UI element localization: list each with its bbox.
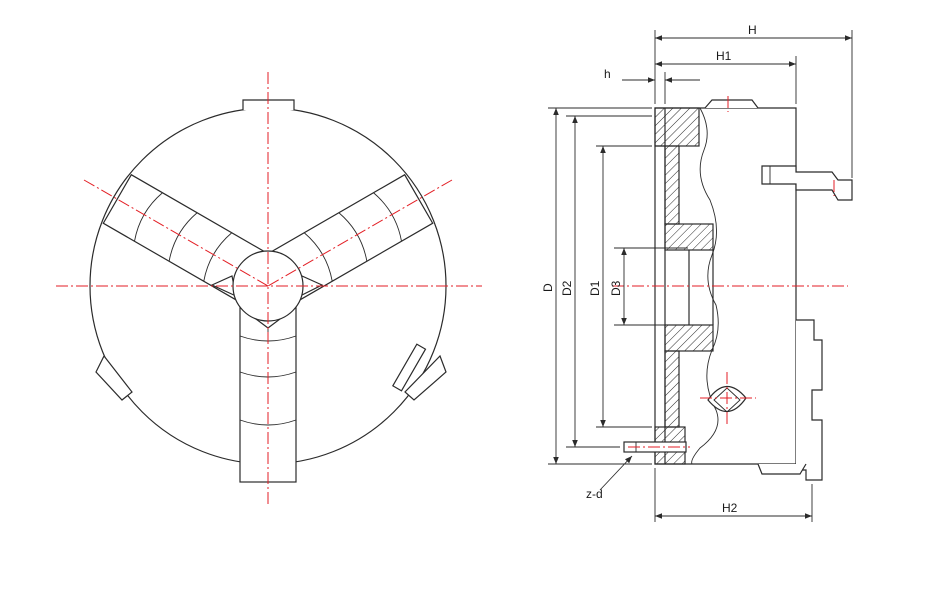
- dim-D3-label: D3: [609, 280, 623, 296]
- drive-socket-square: [713, 387, 741, 413]
- side-adjuster: [761, 165, 853, 201]
- section-hatch-top: [654, 107, 700, 147]
- section-hatch-lower-wall: [664, 350, 680, 428]
- section-hatch-upper-wall: [664, 145, 680, 225]
- left-key: [392, 343, 427, 392]
- side-jaw-step: [796, 319, 823, 481]
- dim-D-label: D: [541, 283, 555, 292]
- side-top-key: [704, 99, 759, 109]
- section-hatch-lower-step: [664, 324, 714, 352]
- dim-zd-label: z-d: [586, 487, 603, 501]
- dim-D1-label: D1: [588, 280, 602, 296]
- side-view: [612, 96, 853, 481]
- section-hatch-upper-step: [664, 223, 714, 251]
- dim-h-label: h: [604, 67, 611, 81]
- section-break-line: [691, 107, 719, 465]
- front-view: [56, 72, 482, 505]
- dim-H1-label: H1: [716, 49, 732, 63]
- dim-H2-label: H2: [722, 501, 738, 515]
- dim-D2-label: D2: [560, 280, 574, 296]
- lower-left-key: [95, 354, 133, 401]
- side-bottom-jaw: [757, 463, 807, 475]
- front-left-jaw-centerline: [83, 179, 269, 287]
- front-right-jaw-centerline: [267, 179, 453, 287]
- lower-right-key: [404, 354, 447, 401]
- dim-H-label: H: [748, 23, 757, 37]
- dimensions: H H1 h H2 D D2 D1 D3: [541, 23, 853, 522]
